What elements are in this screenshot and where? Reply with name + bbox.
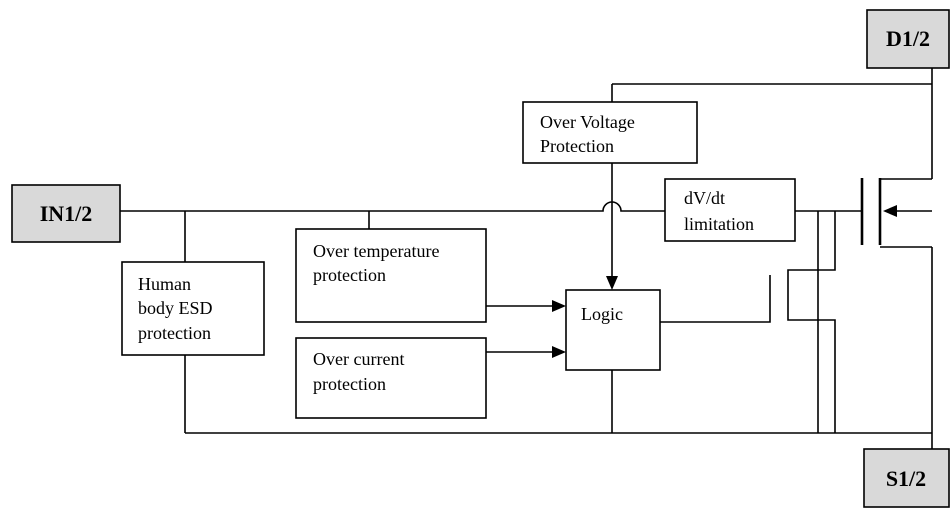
- over-current-label-line-2: protection: [313, 374, 386, 394]
- esd-label-line-1: Human: [138, 274, 191, 294]
- esd-label-line-3: protection: [138, 323, 211, 343]
- over-current-block: Over current protection: [295, 337, 487, 419]
- terminal-source: S1/2: [863, 448, 950, 508]
- terminal-in-label: IN1/2: [40, 201, 93, 226]
- over-voltage-label-line-2: Protection: [540, 136, 614, 156]
- logic-output-line: [660, 275, 771, 323]
- esd-label-line-2: body ESD: [138, 298, 213, 318]
- dvdt-limitation-block: dV/dt limitation: [664, 178, 796, 242]
- terminal-drain: D1/2: [866, 9, 950, 69]
- over-voltage-block: Over Voltage Protection: [522, 101, 698, 164]
- over-voltage-arrowhead: [606, 276, 618, 290]
- over-current-label-line-1: Over current: [313, 349, 404, 369]
- logic-block: Logic: [565, 289, 661, 371]
- over-voltage-label-line-1: Over Voltage: [540, 112, 635, 132]
- over-temp-label-line-2: protection: [313, 265, 386, 285]
- over-temperature-block: Over temperature protection: [295, 228, 487, 323]
- dvdt-label-line-1: dV/dt: [684, 188, 725, 208]
- gate-pulldown-switch: [787, 211, 836, 433]
- terminal-drain-label: D1/2: [886, 26, 930, 51]
- over-temp-label-line-1: Over temperature: [313, 241, 439, 261]
- mosfet-arrow: [883, 205, 897, 217]
- terminal-in: IN1/2: [11, 184, 121, 243]
- logic-label: Logic: [581, 304, 623, 324]
- input-line: [120, 201, 665, 212]
- esd-protection-block: Human body ESD protection: [121, 261, 265, 356]
- over-current-arrowhead: [552, 346, 566, 358]
- over-temp-arrowhead: [552, 300, 566, 312]
- terminal-source-label: S1/2: [886, 466, 926, 491]
- dvdt-label-line-2: limitation: [684, 214, 754, 234]
